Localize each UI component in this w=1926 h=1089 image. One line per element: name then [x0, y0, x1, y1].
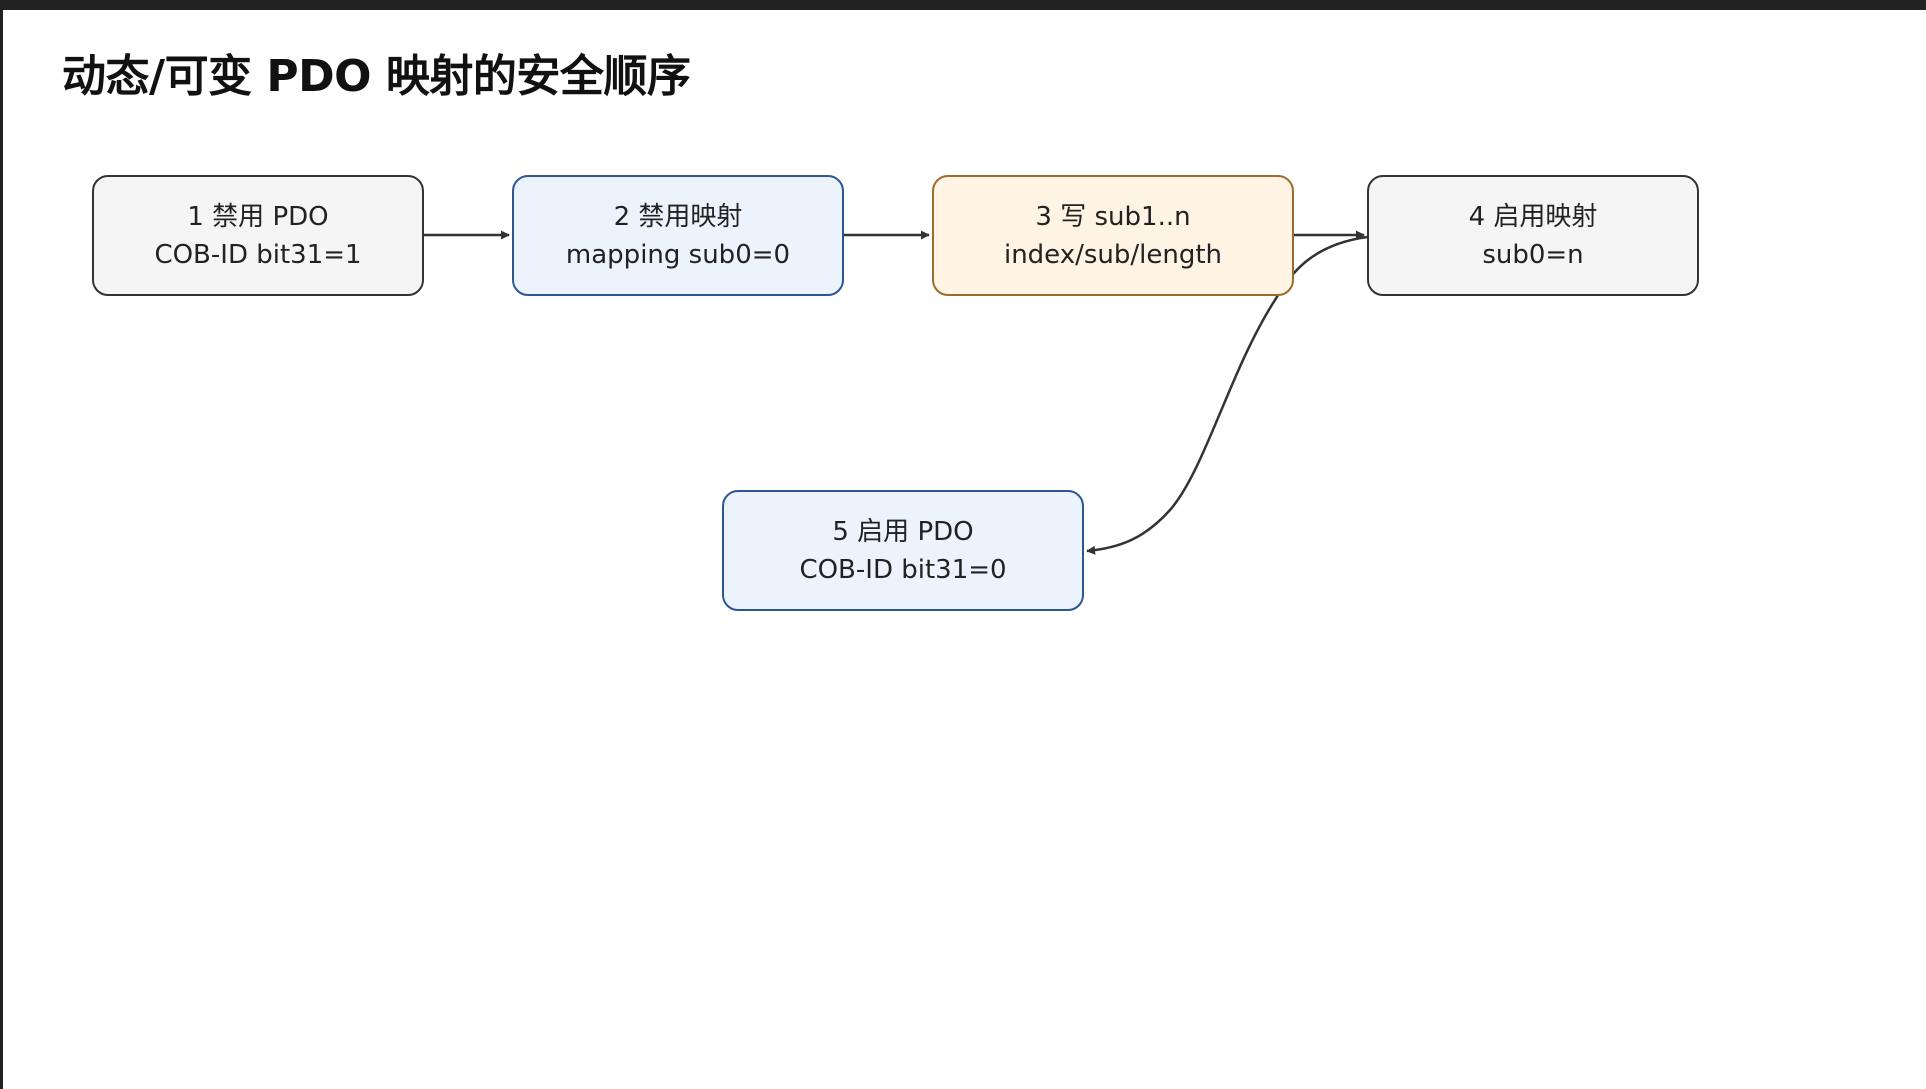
node-step-2-detail: mapping sub0=0: [565, 239, 791, 270]
window-top-bar: [0, 0, 1926, 10]
node-step-4-enable-mapping: 4 启用映射 sub0=n: [1367, 175, 1699, 296]
window-left-border: [0, 0, 3, 1089]
node-step-2-title: 2 禁用映射: [613, 201, 743, 232]
node-step-1-title: 1 禁用 PDO: [187, 201, 329, 232]
node-step-5-detail: COB-ID bit31=0: [799, 554, 1007, 585]
node-step-1-disable-pdo: 1 禁用 PDO COB-ID bit31=1: [92, 175, 424, 296]
node-step-3-detail: index/sub/length: [1003, 239, 1223, 270]
node-step-2-disable-mapping: 2 禁用映射 mapping sub0=0: [512, 175, 844, 296]
node-step-5-enable-pdo: 5 启用 PDO COB-ID bit31=0: [722, 490, 1084, 611]
page-title: 动态/可变 PDO 映射的安全顺序: [62, 51, 691, 102]
node-step-5-title: 5 启用 PDO: [832, 516, 974, 547]
node-step-1-detail: COB-ID bit31=1: [154, 239, 362, 270]
node-step-4-detail: sub0=n: [1482, 239, 1584, 270]
node-step-3-write-subentries: 3 写 sub1..n index/sub/length: [932, 175, 1294, 296]
node-step-4-title: 4 启用映射: [1468, 201, 1598, 232]
node-step-3-title: 3 写 sub1..n: [1035, 201, 1191, 232]
